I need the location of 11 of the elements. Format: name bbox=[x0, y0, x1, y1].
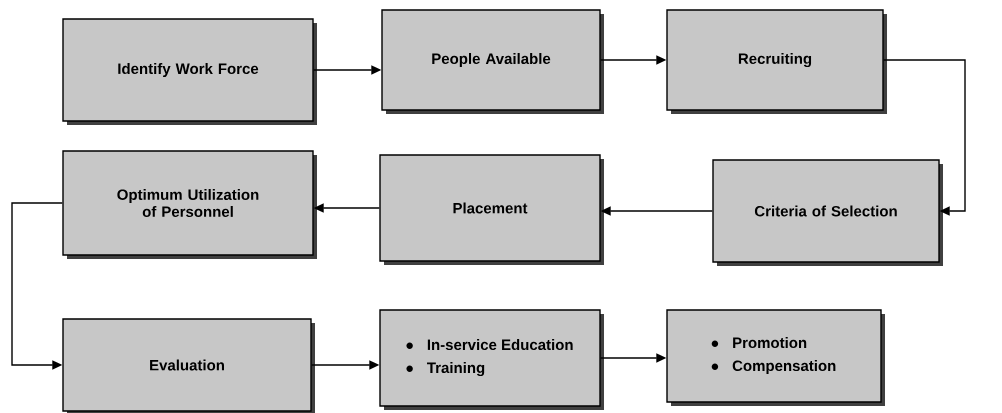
process-box: Evaluation bbox=[62, 318, 315, 413]
process-box: People Available bbox=[381, 9, 604, 114]
process-box: Promotion Compensation bbox=[666, 309, 885, 406]
arrow bbox=[11, 202, 63, 370]
process-box: Recruiting bbox=[666, 9, 887, 114]
process-box: In-service Education Training bbox=[379, 309, 604, 410]
process-box: Identify Work Force bbox=[62, 18, 317, 125]
process-box: Placement bbox=[379, 154, 604, 265]
arrow bbox=[883, 59, 966, 216]
process-box: Criteria of Selection bbox=[712, 159, 943, 266]
process-box: Optimum Utilization of Personnel bbox=[62, 150, 317, 259]
